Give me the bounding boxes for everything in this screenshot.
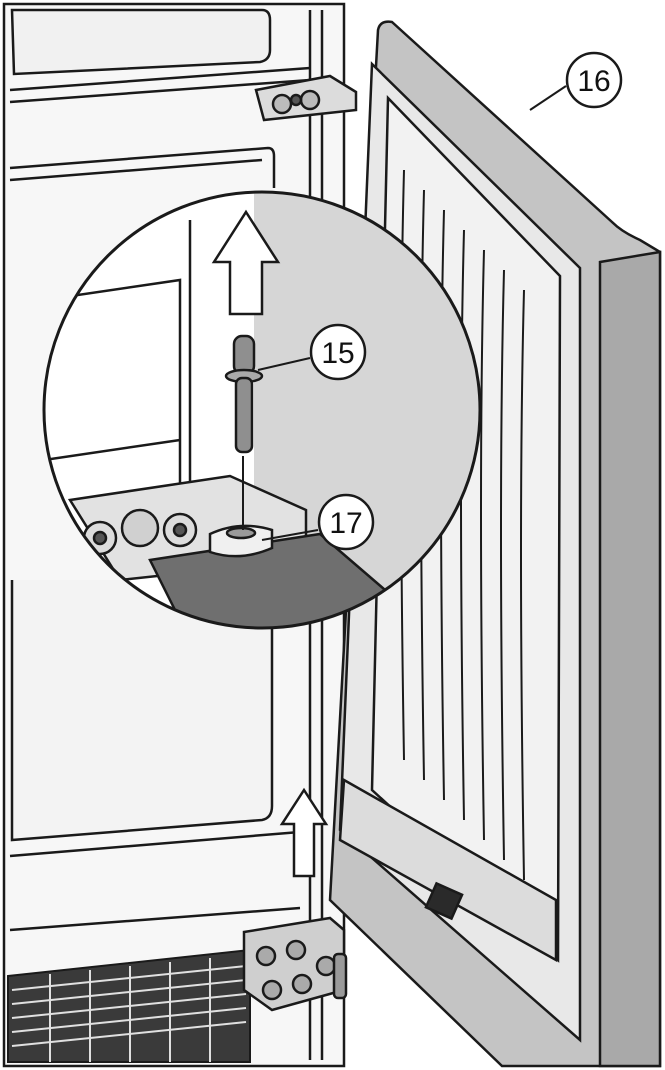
lower-compartment — [10, 580, 274, 842]
hinge-pin-15 — [224, 334, 264, 454]
door-bottom-shelf — [338, 777, 558, 963]
door-edge — [598, 250, 662, 1068]
bottom-hinge — [242, 916, 348, 1012]
callout-17-label: 17 — [329, 507, 362, 540]
shelf-edge-6 — [9, 906, 301, 932]
shelf-edge-5 — [9, 830, 301, 858]
upper-compartment — [10, 8, 272, 76]
shelf-edge-1 — [9, 66, 311, 92]
top-hinge — [254, 74, 358, 122]
callout-15: 15 — [257, 323, 367, 381]
lift-arrow-detail — [211, 209, 281, 316]
callout-16: 16 — [529, 51, 623, 111]
shelf-edge-2 — [9, 78, 311, 104]
detail-circle-border — [42, 190, 482, 630]
ventilation-grille — [7, 948, 251, 1063]
lift-arrow-bottom — [279, 787, 329, 878]
door-label-plate — [424, 881, 464, 921]
callout-15-label: 15 — [321, 337, 354, 370]
shelf-edge-3 — [9, 146, 276, 188]
callout-17: 17 — [261, 493, 375, 551]
callout-16-label: 16 — [577, 65, 610, 98]
shelf-edge-4 — [9, 158, 263, 182]
washer-17 — [208, 524, 274, 558]
